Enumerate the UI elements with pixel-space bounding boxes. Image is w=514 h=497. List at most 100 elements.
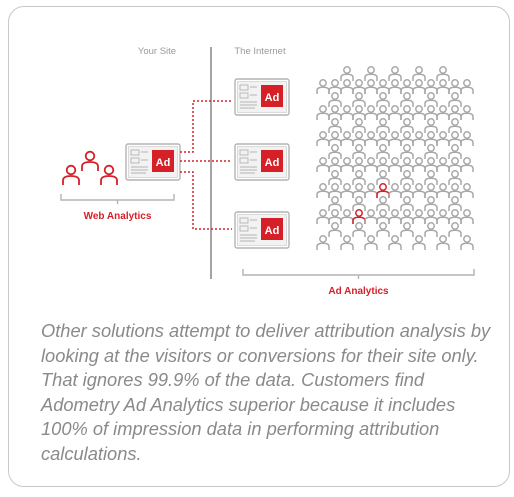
site-visitor-icon xyxy=(81,150,99,172)
crowd-person-icon xyxy=(340,183,354,199)
crowd-person-icon xyxy=(460,79,474,95)
crowd-person-icon xyxy=(436,66,450,82)
crowd-person-icon xyxy=(388,157,402,173)
crowd-person-icon xyxy=(460,209,474,225)
crowd-person-icon xyxy=(424,131,438,147)
crowd-person-icon xyxy=(352,183,366,199)
ad-analytics-label: Ad Analytics xyxy=(328,286,389,297)
crowd-person-icon xyxy=(376,118,390,134)
crowd-person-icon xyxy=(328,79,342,95)
crowd-person-icon xyxy=(424,196,438,212)
crowd-person-icon xyxy=(352,118,366,134)
crowd-person-icon xyxy=(364,157,378,173)
crowd-person-icon xyxy=(340,235,354,251)
crowd-person-icon xyxy=(364,79,378,95)
crowd-person-icon xyxy=(448,105,462,121)
internet-ad-browser-icon: Ad xyxy=(234,211,290,249)
crowd-person-icon xyxy=(364,105,378,121)
site-visitor-icon xyxy=(62,164,80,186)
crowd-person-icon xyxy=(448,92,462,108)
crowd-person-icon xyxy=(388,105,402,121)
crowd-person-icon xyxy=(436,183,450,199)
crowd-person-icon xyxy=(388,183,402,199)
crowd-person-icon xyxy=(328,170,342,186)
site-ad-browser-icon: Ad xyxy=(125,143,181,181)
internet-label: The Internet xyxy=(234,46,286,57)
crowd-person-icon xyxy=(436,105,450,121)
crowd-person-icon xyxy=(340,157,354,173)
crowd-person-icon xyxy=(364,131,378,147)
crowd-person-icon xyxy=(340,66,354,82)
crowd-person-icon xyxy=(400,209,414,225)
your-site-label: Your Site xyxy=(138,46,176,57)
crowd-person-icon xyxy=(352,144,366,160)
crowd-person-icon xyxy=(376,105,390,121)
crowd-person-icon xyxy=(352,196,366,212)
crowd-person-icon xyxy=(460,183,474,199)
crowd-person-icon xyxy=(412,131,426,147)
crowd-person-icon xyxy=(376,222,390,238)
crowd-person-icon xyxy=(448,209,462,225)
crowd-person-icon xyxy=(316,79,330,95)
crowd-person-icon xyxy=(376,183,390,199)
crowd-person-icon xyxy=(340,105,354,121)
crowd-person-icon xyxy=(436,157,450,173)
crowd-person-icon xyxy=(400,105,414,121)
crowd-person-icon xyxy=(400,157,414,173)
crowd-person-icon xyxy=(412,105,426,121)
crowd-person-icon xyxy=(316,131,330,147)
crowd-person-icon xyxy=(328,183,342,199)
crowd-person-icon xyxy=(448,157,462,173)
crowd-person-icon xyxy=(352,209,366,225)
crowd-person-icon xyxy=(400,183,414,199)
crowd-person-icon xyxy=(340,209,354,225)
crowd-person-icon xyxy=(352,170,366,186)
internet-ad-browser-icon: Ad xyxy=(234,78,290,116)
crowd-person-icon xyxy=(412,209,426,225)
internet-ad-browser-icon: Ad xyxy=(234,143,290,181)
crowd-person-icon xyxy=(400,118,414,134)
crowd-person-icon xyxy=(376,209,390,225)
crowd-person-icon xyxy=(448,222,462,238)
crowd-person-icon xyxy=(352,105,366,121)
analytics-diagram: Your Site The Internet Ad Web Analytics … xyxy=(60,46,475,297)
crowd-person-icon xyxy=(424,183,438,199)
crowd-person-icon xyxy=(400,79,414,95)
internet-ad-label: Ad xyxy=(265,92,280,104)
crowd-person-icon xyxy=(328,144,342,160)
crowd-person-icon xyxy=(376,157,390,173)
crowd-person-icon xyxy=(400,196,414,212)
crowd-person-icon xyxy=(424,209,438,225)
crowd-person-icon xyxy=(448,118,462,134)
crowd-person-icon xyxy=(328,131,342,147)
crowd-person-icon xyxy=(448,144,462,160)
crowd-person-icon xyxy=(412,235,426,251)
web-analytics-label: Web Analytics xyxy=(84,211,152,222)
crowd-person-icon xyxy=(400,222,414,238)
internet-ad-label: Ad xyxy=(265,225,280,237)
crowd-person-icon xyxy=(328,222,342,238)
crowd-person-icon xyxy=(400,92,414,108)
crowd-person-icon xyxy=(460,105,474,121)
site-visitors-group xyxy=(62,150,118,186)
crowd-person-icon xyxy=(376,92,390,108)
ad-analytics-bracket xyxy=(242,269,475,279)
crowd-person-icon xyxy=(400,170,414,186)
crowd-person-icon xyxy=(328,157,342,173)
crowd-person-icon xyxy=(316,209,330,225)
crowd-person-icon xyxy=(364,183,378,199)
crowd-person-icon xyxy=(412,183,426,199)
crowd-person-icon xyxy=(340,131,354,147)
crowd-person-icon xyxy=(424,118,438,134)
crowd-person-icon xyxy=(424,144,438,160)
crowd-person-icon xyxy=(376,196,390,212)
crowd-person-icon xyxy=(424,79,438,95)
crowd-person-icon xyxy=(436,209,450,225)
crowd-person-icon xyxy=(388,131,402,147)
internet-ad-label: Ad xyxy=(265,157,280,169)
crowd-person-icon xyxy=(328,118,342,134)
crowd-person-icon xyxy=(424,92,438,108)
crowd-person-icon xyxy=(388,79,402,95)
crowd-person-icon xyxy=(328,105,342,121)
crowd-person-icon xyxy=(340,79,354,95)
